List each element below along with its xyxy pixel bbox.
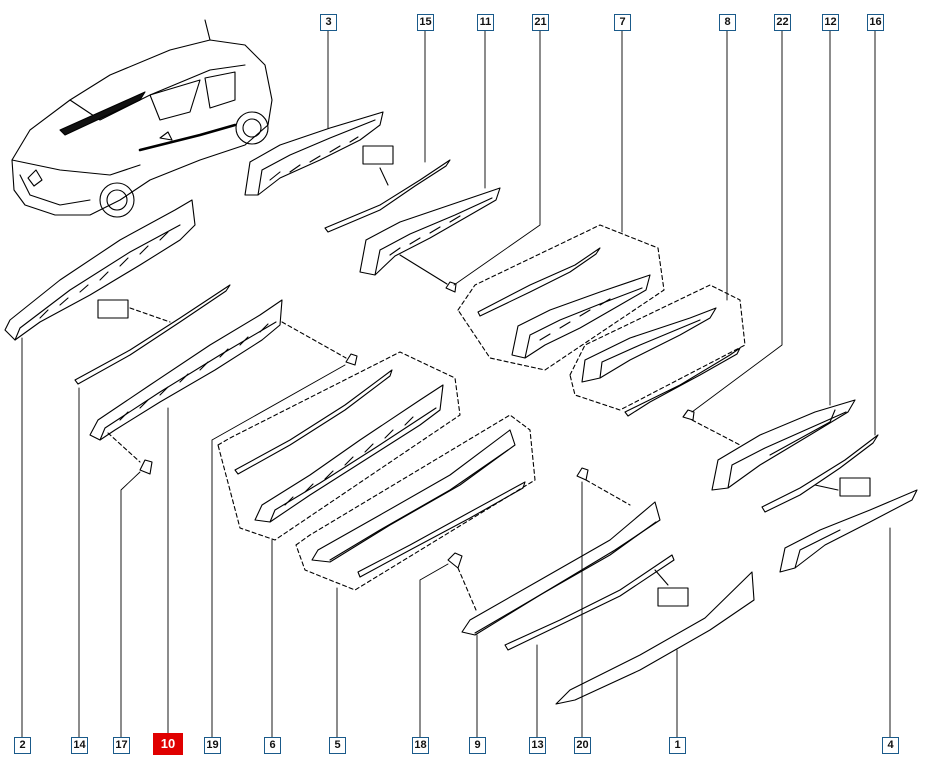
group-5-outline bbox=[295, 414, 536, 591]
callout-19[interactable]: 19 bbox=[204, 737, 221, 754]
part-5-seal bbox=[357, 481, 526, 578]
callout-18[interactable]: 18 bbox=[412, 737, 429, 754]
part-7-seal bbox=[477, 247, 601, 317]
part-4-garnish bbox=[779, 489, 918, 573]
part-7-garnish bbox=[511, 274, 651, 359]
callout-21[interactable]: 21 bbox=[532, 14, 549, 31]
part-14-label bbox=[97, 299, 129, 319]
callout-9[interactable]: 9 bbox=[469, 737, 486, 754]
callout-8[interactable]: 8 bbox=[719, 14, 736, 31]
part-9-garnish bbox=[461, 501, 661, 636]
part-16-seal bbox=[761, 434, 879, 513]
part-6-garnish bbox=[254, 384, 444, 523]
group-7-outline bbox=[457, 224, 665, 371]
part-12-garnish bbox=[711, 399, 856, 491]
part-14-seal bbox=[74, 284, 231, 385]
part-13-label bbox=[657, 587, 689, 607]
callout-1[interactable]: 1 bbox=[669, 737, 686, 754]
part-21-clip bbox=[445, 281, 457, 293]
callout-10-highlighted[interactable]: 10 bbox=[153, 733, 183, 755]
part-2-garnish bbox=[4, 199, 196, 341]
part-22-clip bbox=[682, 409, 695, 421]
part-16-label bbox=[839, 477, 871, 497]
callout-7[interactable]: 7 bbox=[614, 14, 631, 31]
callout-22[interactable]: 22 bbox=[774, 14, 791, 31]
callout-20[interactable]: 20 bbox=[574, 737, 591, 754]
part-15-label bbox=[362, 145, 394, 165]
callout-15[interactable]: 15 bbox=[417, 14, 434, 31]
part-10-garnish bbox=[89, 299, 283, 441]
group-8-outline bbox=[569, 284, 746, 411]
part-19-clip bbox=[345, 353, 358, 366]
callout-4[interactable]: 4 bbox=[882, 737, 899, 754]
callout-14[interactable]: 14 bbox=[71, 737, 88, 754]
car-illustration bbox=[11, 19, 273, 218]
part-13-seal bbox=[504, 554, 675, 651]
callout-2[interactable]: 2 bbox=[14, 737, 31, 754]
part-17-clip bbox=[139, 459, 153, 475]
part-20-clip bbox=[576, 467, 589, 481]
group-6-outline bbox=[217, 351, 461, 541]
callout-6[interactable]: 6 bbox=[264, 737, 281, 754]
part-5-garnish bbox=[311, 429, 516, 563]
part-1-garnish bbox=[555, 571, 755, 705]
part-3-garnish bbox=[244, 111, 384, 196]
callout-11[interactable]: 11 bbox=[477, 14, 494, 31]
callout-16[interactable]: 16 bbox=[867, 14, 884, 31]
callout-5[interactable]: 5 bbox=[329, 737, 346, 754]
part-15-seal bbox=[324, 159, 451, 233]
callout-3[interactable]: 3 bbox=[320, 14, 337, 31]
callout-13[interactable]: 13 bbox=[529, 737, 546, 754]
part-11-garnish bbox=[359, 187, 501, 276]
car-highlight-strip bbox=[59, 91, 146, 136]
part-8-seal bbox=[624, 347, 741, 417]
callout-17[interactable]: 17 bbox=[113, 737, 130, 754]
leader-lines bbox=[21, 29, 891, 738]
part-6-seal bbox=[234, 369, 393, 475]
part-8-garnish bbox=[581, 307, 717, 383]
part-18-clip bbox=[447, 552, 463, 569]
callout-12[interactable]: 12 bbox=[822, 14, 839, 31]
